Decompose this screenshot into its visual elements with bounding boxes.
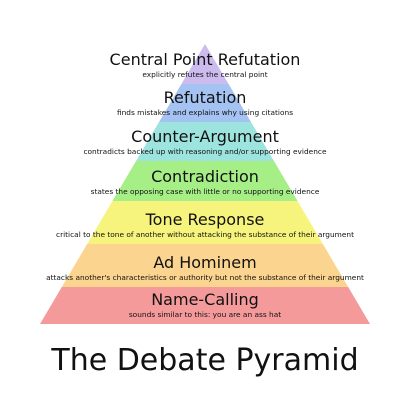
pyramid-layer: [112, 161, 298, 201]
level-title: Name-Calling: [151, 290, 259, 309]
pyramid-layer: [159, 84, 251, 122]
level-title: Counter-Argument: [131, 127, 279, 146]
level-title: Contradiction: [151, 167, 259, 186]
pyramid-layer: [87, 201, 323, 244]
level-title: Ad Hominem: [153, 253, 256, 272]
level-description: explicitly refutes the central point: [142, 70, 267, 79]
level-description: attacks another's characteristics or aut…: [46, 273, 364, 282]
level-description: finds mistakes and explains why using ci…: [117, 108, 293, 117]
level-description: sounds similar to this: you are an ass h…: [129, 310, 281, 319]
pyramid-layer: [181, 44, 229, 84]
pyramid-layers: [40, 44, 370, 324]
level-description: states the opposing case with little or …: [91, 187, 320, 196]
level-title: Central Point Refutation: [110, 50, 301, 69]
pyramid-layer: [40, 287, 370, 324]
level-description: contradicts backed up with reasoning and…: [83, 147, 326, 156]
pyramid-title: The Debate Pyramid: [50, 343, 358, 378]
pyramid-layer: [136, 122, 274, 161]
level-title: Refutation: [164, 88, 247, 107]
pyramid-layer: [61, 244, 349, 287]
level-title: Tone Response: [145, 210, 265, 229]
level-description: critical to the tone of another without …: [56, 230, 354, 239]
